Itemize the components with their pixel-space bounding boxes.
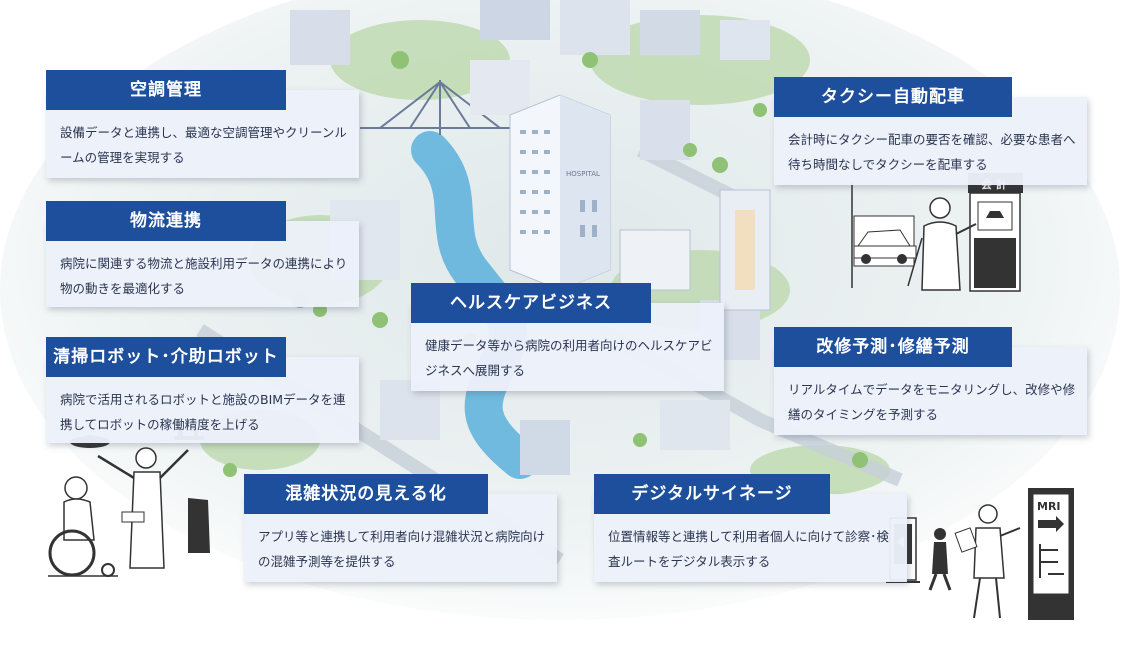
card-congestion: 混雑状況の見える化 アプリ等と連携して利用者向け混雑状況と病院向けの混雑予測等を… — [244, 474, 557, 582]
buildings — [290, 0, 771, 475]
card-repair: 改修予測･修繕予測 リアルタイムでデータをモニタリングし、改修や修繕のタイミング… — [774, 327, 1087, 435]
taxi-checkout-illustration: 会 計 — [851, 173, 1023, 292]
hospital-sign: HOSPITAL — [566, 170, 600, 178]
card-repair-title: 改修予測･修繕予測 — [774, 327, 1012, 367]
card-congestion-title: 混雑状況の見える化 — [244, 474, 488, 514]
card-hvac-body: 設備データと連携し、最適な空調管理やクリーンルームの管理を実現する — [60, 125, 347, 165]
card-healthcare: ヘルスケアビジネス 健康データ等から病院の利用者向けのヘルスケアビジネスへ展開す… — [411, 283, 724, 391]
mri-sign: MRI — [1037, 500, 1061, 513]
card-robot-title: 清掃ロボット･介助ロボット — [46, 337, 286, 377]
card-healthcare-title: ヘルスケアビジネス — [411, 283, 651, 323]
card-healthcare-body: 健康データ等から病院の利用者向けのヘルスケアビジネスへ展開する — [425, 338, 713, 378]
card-signage-body: 位置情報等と連携して利用者個人に向けて診察･検査ルートをデジタル表示する — [608, 529, 889, 569]
card-logistics: 物流連携 病院に関連する物流と施設利用データの連携により物の動きを最適化する — [46, 201, 359, 307]
robot-wheelchair-illustration — [48, 428, 210, 577]
card-hvac: 空調管理 設備データと連携し、最適な空調管理やクリーンルームの管理を実現する — [46, 70, 359, 178]
card-taxi-title: タクシー自動配車 — [774, 77, 1012, 117]
card-robot: 清掃ロボット･介助ロボット 病院で活用されるロボットと施設のBIMデータを連携し… — [46, 337, 359, 443]
card-signage-title: デジタルサイネージ — [594, 474, 830, 514]
card-congestion-body: アプリ等と連携して利用者向け混雑状況と病院向けの混雑予測等を提供する — [258, 529, 546, 569]
card-hvac-title: 空調管理 — [46, 70, 286, 110]
card-logistics-title: 物流連携 — [46, 201, 286, 241]
card-robot-body: 病院で活用されるロボットと施設のBIMデータを連携してロボットの稼働精度を上げる — [60, 392, 346, 432]
card-signage: デジタルサイネージ 位置情報等と連携して利用者個人に向けて診察･検査ルートをデジ… — [594, 474, 907, 582]
signage-mri-illustration: MRI — [886, 488, 1074, 620]
card-logistics-body: 病院に関連する物流と施設利用データの連携により物の動きを最適化する — [60, 256, 348, 296]
card-repair-body: リアルタイムでデータをモニタリングし、改修や修繕のタイミングを予測する — [788, 382, 1076, 422]
card-taxi-body: 会計時にタクシー配車の要否を確認、必要な患者へ待ち時間なしでタクシーを配車する — [788, 132, 1076, 172]
card-taxi: タクシー自動配車 会計時にタクシー配車の要否を確認、必要な患者へ待ち時間なしでタ… — [774, 77, 1087, 185]
